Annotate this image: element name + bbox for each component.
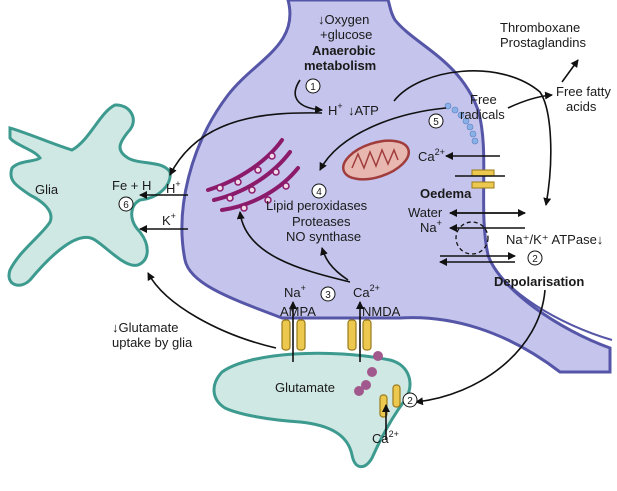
label-oedema: Oedema (420, 186, 472, 201)
label-na-ampa: Na+ (284, 283, 306, 300)
label-depolarisation: Depolarisation (494, 274, 584, 289)
label-fe-h: Fe + H (112, 178, 151, 193)
label-h-plus: H+ (328, 101, 343, 118)
label-glia-h: H+ (166, 179, 181, 196)
ampa-receptor (281, 319, 306, 351)
label-proteases: Proteases (292, 214, 351, 229)
arrow-ca-to-enzymes (320, 247, 349, 281)
arrow-depol-to-presynaptic (415, 289, 546, 406)
arrow-ca-to-er (236, 211, 351, 283)
arrow-atp-to-free-radicals (393, 70, 552, 206)
step-6: 6 (118, 196, 134, 212)
arrow-anaerobic-to-h (294, 79, 323, 114)
arrow-free-radicals-to-lipid (319, 107, 447, 171)
label-radicals: radicals (460, 107, 505, 122)
label-anaerobic: Anaerobic (312, 43, 376, 58)
label-no-synthase: NO synthase (286, 229, 361, 244)
label-glia-k: K+ (162, 211, 176, 228)
svg-text:6: 6 (123, 200, 129, 211)
label-ca-nmda: Ca2+ (353, 283, 380, 300)
presynaptic-terminal (212, 351, 412, 469)
neuron-body (180, 0, 612, 374)
svg-text:1: 1 (310, 82, 316, 93)
label-thromboxane: Thromboxane (500, 20, 580, 35)
label-free-fatty: Free fatty (556, 84, 611, 99)
label-glutamate-uptake-2: uptake by glia (112, 335, 193, 350)
svg-text:3: 3 (325, 290, 331, 301)
svg-text:5: 5 (433, 117, 439, 128)
label-glucose: +glucose (320, 27, 372, 42)
nak-atpase-pump (455, 221, 489, 255)
arrow-ffa-to-thromboxane (561, 59, 579, 83)
label-free: Free (470, 92, 497, 107)
label-oxygen: ↓Oxygen (318, 12, 369, 27)
er-ribosomes (216, 152, 290, 212)
label-ampa: AMPA (280, 304, 316, 319)
label-na-right: Na+ (420, 218, 442, 235)
svg-text:2: 2 (532, 254, 538, 265)
step-2-presynaptic: 2 (402, 392, 418, 408)
label-prostaglandins: Prostaglandins (500, 35, 586, 50)
label-glutamate-uptake-1: ↓Glutamate (112, 320, 178, 335)
step-5: 5 (428, 113, 444, 129)
arrow-to-glutamate-uptake (147, 272, 277, 349)
label-lipid-peroxidases: Lipid peroxidases (266, 198, 368, 213)
svg-text:2: 2 (407, 396, 413, 407)
label-nmda: NMDA (362, 304, 401, 319)
step-1: 1 (305, 78, 321, 94)
label-glutamate: Glutamate (275, 380, 335, 395)
nmda-receptor (347, 319, 372, 351)
glutamate-vesicles (354, 351, 383, 396)
label-acids: acids (566, 99, 597, 114)
label-ca-mito: Ca2+ (418, 147, 445, 164)
step-4: 4 (311, 183, 327, 199)
label-nak-atpase: Na⁺/K⁺ ATPase↓ (506, 232, 603, 247)
glia-cell (7, 103, 172, 287)
arrow-radicals-to-ffa (507, 91, 553, 109)
label-atp: ↓ATP (348, 103, 379, 118)
free-radical-dots (444, 102, 479, 145)
label-water: Water (408, 205, 443, 220)
step-2: 2 (527, 250, 543, 266)
arrow-h-to-glia (169, 112, 323, 176)
svg-text:4: 4 (316, 187, 322, 198)
label-ca-bottom: Ca2+ (372, 429, 399, 446)
mitochondrion (341, 139, 411, 181)
neuron-inner-membrane (487, 254, 613, 341)
label-metabolism: metabolism (304, 58, 376, 73)
step-3: 3 (320, 286, 336, 302)
label-glia: Glia (35, 182, 59, 197)
